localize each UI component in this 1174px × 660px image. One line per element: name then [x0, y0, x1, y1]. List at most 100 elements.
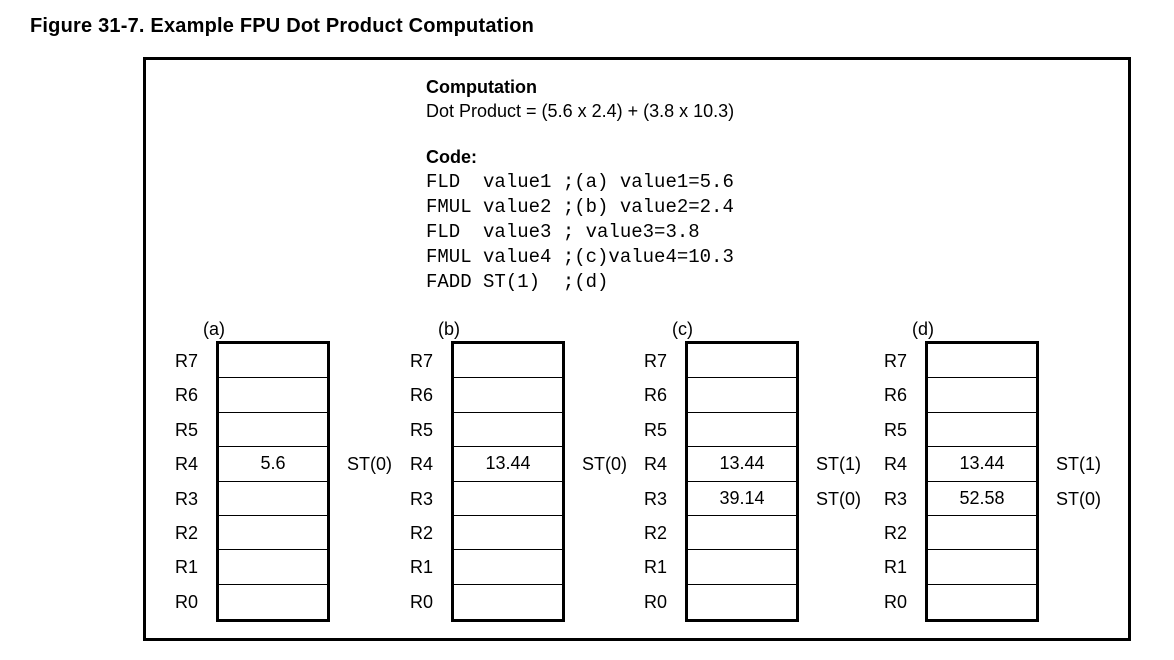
register-cell	[219, 516, 327, 551]
register-stack-box: 5.6	[216, 341, 330, 623]
st-label	[1056, 344, 1101, 378]
st-label: ST(1)	[816, 454, 861, 475]
st-label	[816, 550, 861, 584]
register-stack-box: 13.44 39.14	[685, 341, 799, 623]
stack-label: (a)	[203, 319, 225, 339]
register-cell	[454, 413, 562, 448]
register-label: R0	[644, 591, 668, 612]
st-label	[1056, 516, 1101, 550]
register-cell	[688, 344, 796, 379]
register-label: R4	[644, 454, 668, 475]
register-label: R2	[410, 522, 434, 543]
st-label	[582, 344, 627, 378]
register-label: R1	[644, 557, 668, 578]
register-stack-a: (a) R7 R6 R5 R4 R3 R2 R1 R0 5.6	[170, 319, 392, 623]
st-label	[1056, 378, 1101, 412]
register-name-column: R7 R6 R5 R4 R3 R2 R1 R0	[879, 341, 925, 619]
register-cell: 5.6	[219, 447, 327, 482]
register-label: R4	[884, 454, 908, 475]
register-cell	[928, 413, 1036, 448]
register-label: R7	[884, 351, 908, 371]
register-label: R0	[410, 591, 434, 612]
st-pointer-column: ST(0)	[565, 341, 627, 619]
st-label	[1056, 550, 1101, 584]
stack-label: (d)	[912, 319, 934, 339]
st-pointer-column: ST(1) ST(0)	[1039, 341, 1101, 619]
register-label: R5	[884, 419, 908, 440]
register-stack-c: (c) R7 R6 R5 R4 R3 R2 R1 R0 13.44 39.14	[639, 319, 861, 623]
register-cell	[928, 585, 1036, 619]
register-cell: 13.44	[454, 447, 562, 482]
st-label	[347, 413, 392, 447]
register-cell	[688, 585, 796, 619]
register-cell: 39.14	[688, 482, 796, 516]
st-label	[582, 482, 627, 516]
register-label: R6	[410, 385, 434, 406]
register-label: R2	[644, 522, 668, 543]
code-block: FLD value1 ;(a) value1=5.6 FMUL value2 ;…	[426, 170, 734, 295]
register-label: R3	[884, 488, 908, 509]
st-label: ST(0)	[1056, 488, 1101, 509]
register-cell	[928, 550, 1036, 585]
st-label	[347, 482, 392, 516]
register-stack-d: (d) R7 R6 R5 R4 R3 R2 R1 R0 13.44 52.58	[879, 319, 1101, 623]
computation-info: Computation Dot Product = (5.6 x 2.4) + …	[426, 75, 734, 295]
register-cell	[219, 344, 327, 379]
st-label	[582, 413, 627, 447]
st-label	[582, 585, 627, 619]
register-name-column: R7 R6 R5 R4 R3 R2 R1 R0	[405, 341, 451, 619]
st-label	[816, 516, 861, 550]
code-line: FADD ST(1) ;(d)	[426, 271, 609, 293]
register-cell	[688, 378, 796, 413]
register-cell	[454, 585, 562, 619]
st-label	[347, 378, 392, 412]
register-name-column: R7 R6 R5 R4 R3 R2 R1 R0	[170, 341, 216, 619]
code-line: FMUL value4 ;(c)value4=10.3	[426, 246, 734, 268]
register-stack-b: (b) R7 R6 R5 R4 R3 R2 R1 R0 13.44	[405, 319, 627, 623]
register-label: R3	[644, 488, 668, 509]
st-label: ST(0)	[816, 488, 861, 509]
register-label: R7	[175, 351, 199, 371]
register-cell	[928, 344, 1036, 379]
register-label: R3	[175, 488, 199, 509]
figure-caption: Figure 31-7. Example FPU Dot Product Com…	[30, 15, 535, 37]
code-line: FMUL value2 ;(b) value2=2.4	[426, 196, 734, 218]
register-label: R4	[410, 454, 434, 475]
register-name-column: R7 R6 R5 R4 R3 R2 R1 R0	[639, 341, 685, 619]
computation-expression: Dot Product = (5.6 x 2.4) + (3.8 x 10.3)	[426, 101, 735, 121]
st-label	[582, 378, 627, 412]
code-line: FLD value3 ; value3=3.8	[426, 221, 700, 243]
stack-label: (b)	[438, 319, 460, 339]
computation-heading: Computation	[426, 77, 537, 97]
register-cell	[688, 516, 796, 551]
register-label: R6	[175, 385, 199, 406]
st-label: ST(1)	[1056, 454, 1101, 475]
register-label: R1	[175, 557, 199, 578]
st-label	[582, 516, 627, 550]
st-label	[816, 344, 861, 378]
register-cell	[219, 550, 327, 585]
register-cell	[688, 550, 796, 585]
register-label: R1	[884, 557, 908, 578]
register-cell	[928, 378, 1036, 413]
st-label	[582, 550, 627, 584]
st-pointer-column: ST(1) ST(0)	[799, 341, 861, 619]
register-label: R6	[884, 385, 908, 406]
st-label	[816, 585, 861, 619]
register-stack-box: 13.44 52.58	[925, 341, 1039, 623]
st-pointer-column: ST(0)	[330, 341, 392, 619]
register-stack-box: 13.44	[451, 341, 565, 623]
register-cell	[219, 482, 327, 516]
register-label: R5	[175, 419, 199, 440]
figure-frame: Computation Dot Product = (5.6 x 2.4) + …	[143, 57, 1131, 641]
register-label: R5	[644, 419, 668, 440]
register-label: R7	[410, 351, 434, 371]
register-cell: 52.58	[928, 482, 1036, 516]
register-label: R5	[410, 419, 434, 440]
code-line: FLD value1 ;(a) value1=5.6	[426, 171, 734, 193]
register-cell: 13.44	[928, 447, 1036, 482]
register-cell	[454, 516, 562, 551]
st-label	[1056, 585, 1101, 619]
st-label: ST(0)	[347, 454, 392, 475]
st-label	[816, 413, 861, 447]
